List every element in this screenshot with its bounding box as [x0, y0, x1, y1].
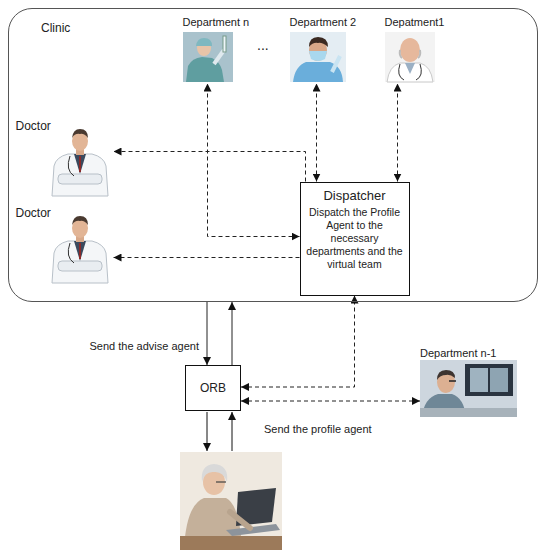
- dashed-connector: [241, 296, 355, 388]
- dashed-connector: [114, 152, 306, 182]
- department-n-1-photo-part: [449, 380, 456, 382]
- department-n-1-photo: [420, 360, 517, 417]
- dashed-connector: [114, 257, 300, 258]
- department-1-photo: [385, 32, 435, 82]
- patient-photo-part: [226, 524, 280, 536]
- patient-photo-part: [180, 536, 282, 550]
- patient-arrows-part: [232, 412, 233, 451]
- department-1-photo-part: [400, 50, 421, 58]
- clinic-region: ClinicDepartment n Department 2 Depatment1…: [8, 8, 538, 302]
- doctor-node: Doctor: [16, 116, 114, 196]
- doctor-node: Doctor: [16, 203, 114, 283]
- patient-photo: [180, 452, 282, 550]
- node-label: Doctor: [16, 119, 51, 134]
- department-2-photo-part: [309, 37, 328, 47]
- agent-arrow: [207, 302, 208, 365]
- agent-arrow: [232, 302, 233, 365]
- department-1-photo-part: [385, 32, 435, 82]
- edge-label: Send the advise agent: [88, 340, 201, 352]
- department-2-photo: [290, 32, 346, 82]
- department-2-photo-part: [290, 32, 346, 82]
- dashed-connector: [397, 84, 398, 182]
- department-n-1-photo-part: [420, 408, 517, 417]
- patient-photo-part: [202, 464, 227, 482]
- department-1-photo-part: [400, 38, 420, 62]
- ellipsis: ...: [255, 37, 271, 53]
- department-1-photo-part: [405, 63, 415, 74]
- department-2-photo-part: [332, 56, 340, 72]
- node-label: Department n: [183, 16, 250, 29]
- department-n-photo-part: [196, 38, 212, 46]
- department-node: Department 2: [290, 12, 359, 84]
- doctor-photo: [52, 129, 108, 196]
- patient-arrows: [207, 412, 232, 451]
- department-n-photo-part: [183, 32, 233, 82]
- department-node: Department n-1: [420, 343, 517, 417]
- dispatcher-box: DispatcherDispatch the Profile Agent to …: [300, 182, 410, 296]
- department-n-1-photo-part: [437, 370, 455, 380]
- node-label: Doctor: [16, 206, 51, 221]
- department-n-1-photo-part: [437, 371, 455, 393]
- patient-photo-part: [230, 512, 250, 528]
- node-label: Department n-1: [420, 347, 496, 360]
- connector-group: [114, 84, 421, 402]
- node-label: Depatment1: [385, 16, 445, 29]
- box-text: ORB: [200, 381, 226, 396]
- box-text: Dispatch the Profile Agent to the necess…: [306, 206, 404, 270]
- patient-photo-part: [180, 452, 282, 550]
- department-1-photo-part: [387, 63, 433, 82]
- department-n-photo: [183, 32, 233, 82]
- dashed-connector: [208, 84, 300, 237]
- department-node: Department n: [183, 12, 252, 84]
- arrow-label: Send the profile agent: [262, 423, 374, 435]
- box-text: Dispatcher: [306, 188, 404, 204]
- department-node: Depatment1: [385, 12, 447, 84]
- department-n-1-photo-part: [470, 368, 488, 392]
- dashed-connector: [316, 84, 317, 182]
- orb-box: ORB: [185, 365, 241, 411]
- department-n-1-photo-part: [420, 360, 517, 417]
- department-n-1-photo-part: [465, 364, 513, 396]
- dashed-connector: [241, 401, 420, 402]
- department-n-photo-part: [223, 36, 226, 52]
- node-label: Department 2: [290, 16, 357, 29]
- department-2-photo-part: [309, 51, 327, 61]
- patient-photo-part: [216, 481, 226, 482]
- region-title: Clinic: [41, 21, 537, 36]
- department-n-1-photo-part: [490, 368, 508, 392]
- department-1-photo-part: [399, 64, 422, 80]
- doctor-photo: [52, 216, 108, 283]
- patient-arrows-part: [207, 412, 208, 451]
